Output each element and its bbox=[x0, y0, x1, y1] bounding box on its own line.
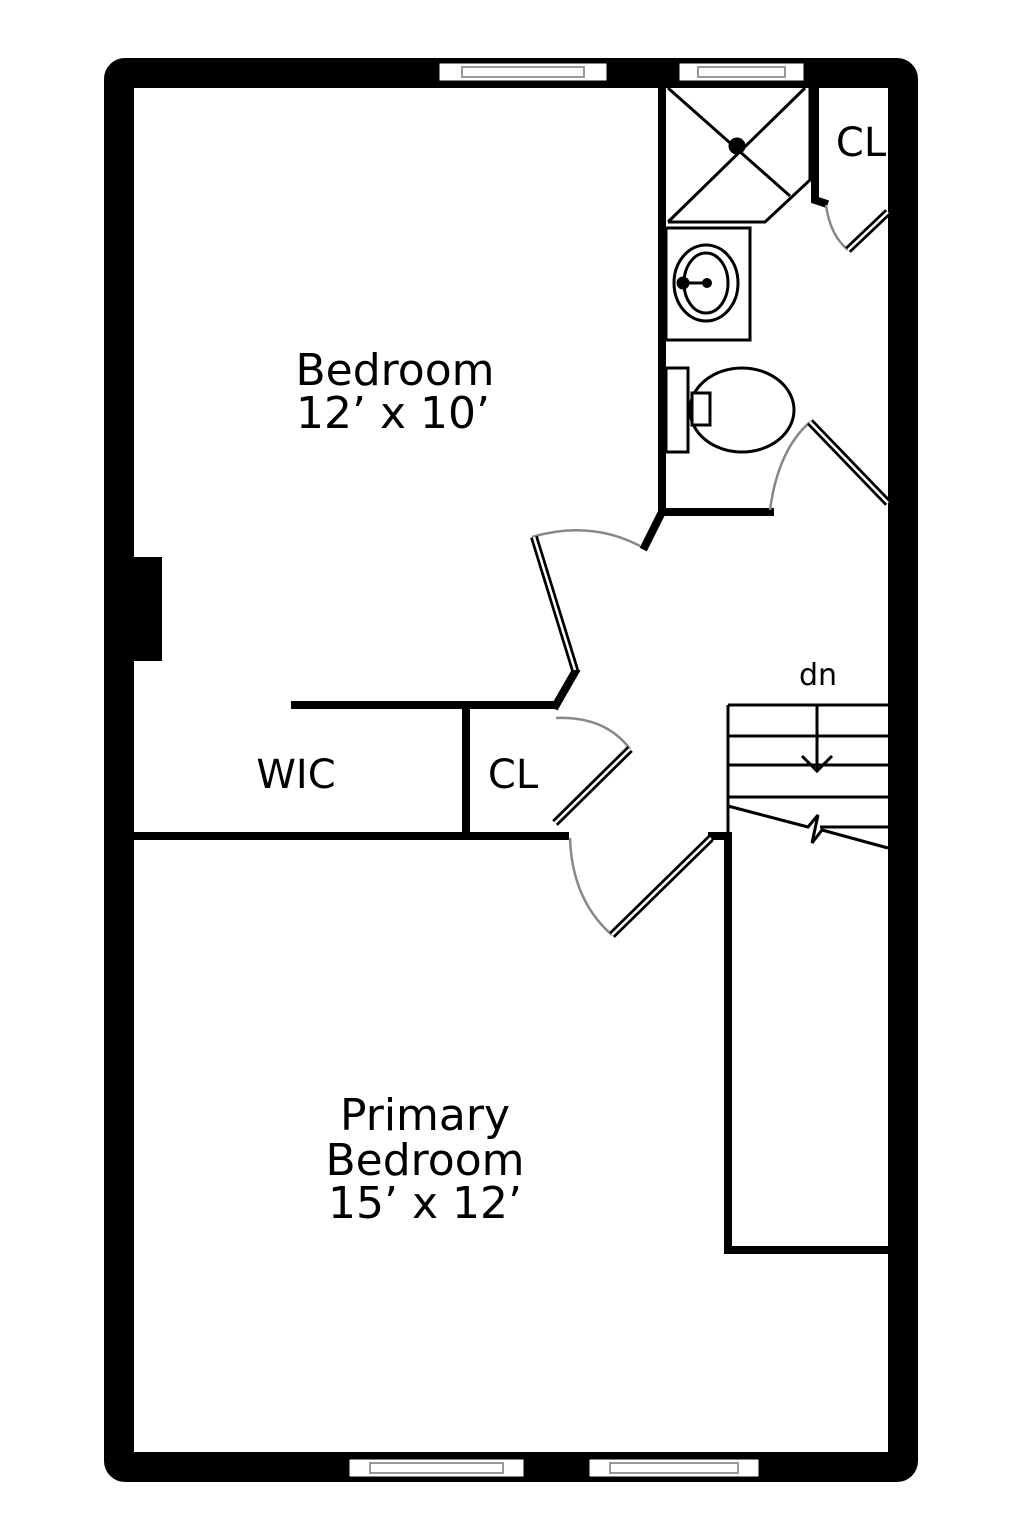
door-bedroom[interactable] bbox=[530, 529, 641, 672]
window-bottom-right bbox=[586, 1456, 762, 1480]
sink-vanity bbox=[664, 226, 752, 342]
door-primary-bedroom[interactable] bbox=[568, 835, 714, 938]
door-bath-closet[interactable] bbox=[824, 204, 891, 253]
window-top-left bbox=[436, 60, 610, 84]
window-bottom-left bbox=[346, 1456, 527, 1480]
interior-walls bbox=[130, 84, 892, 1254]
door-hall-closet[interactable] bbox=[552, 716, 633, 826]
door-bathroom[interactable] bbox=[768, 419, 891, 511]
staircase[interactable] bbox=[726, 703, 889, 850]
shower bbox=[666, 86, 812, 224]
toilet bbox=[664, 366, 796, 454]
window-top-right bbox=[676, 60, 807, 84]
bedroom-label: Bedroom bbox=[295, 345, 494, 396]
primary-bedroom-label-2: Bedroom bbox=[325, 1135, 524, 1186]
chimney-bump bbox=[134, 557, 162, 661]
bedroom-size: 12’ x 10’ bbox=[296, 388, 490, 439]
wic-label: WIC bbox=[256, 752, 335, 798]
hall-closet-label: CL bbox=[488, 752, 539, 798]
primary-bedroom-size: 15’ x 12’ bbox=[328, 1178, 522, 1229]
stairs-down-label: dn bbox=[799, 658, 837, 693]
bath-closet-label: CL bbox=[836, 120, 887, 166]
primary-bedroom-label-1: Primary bbox=[340, 1090, 510, 1141]
